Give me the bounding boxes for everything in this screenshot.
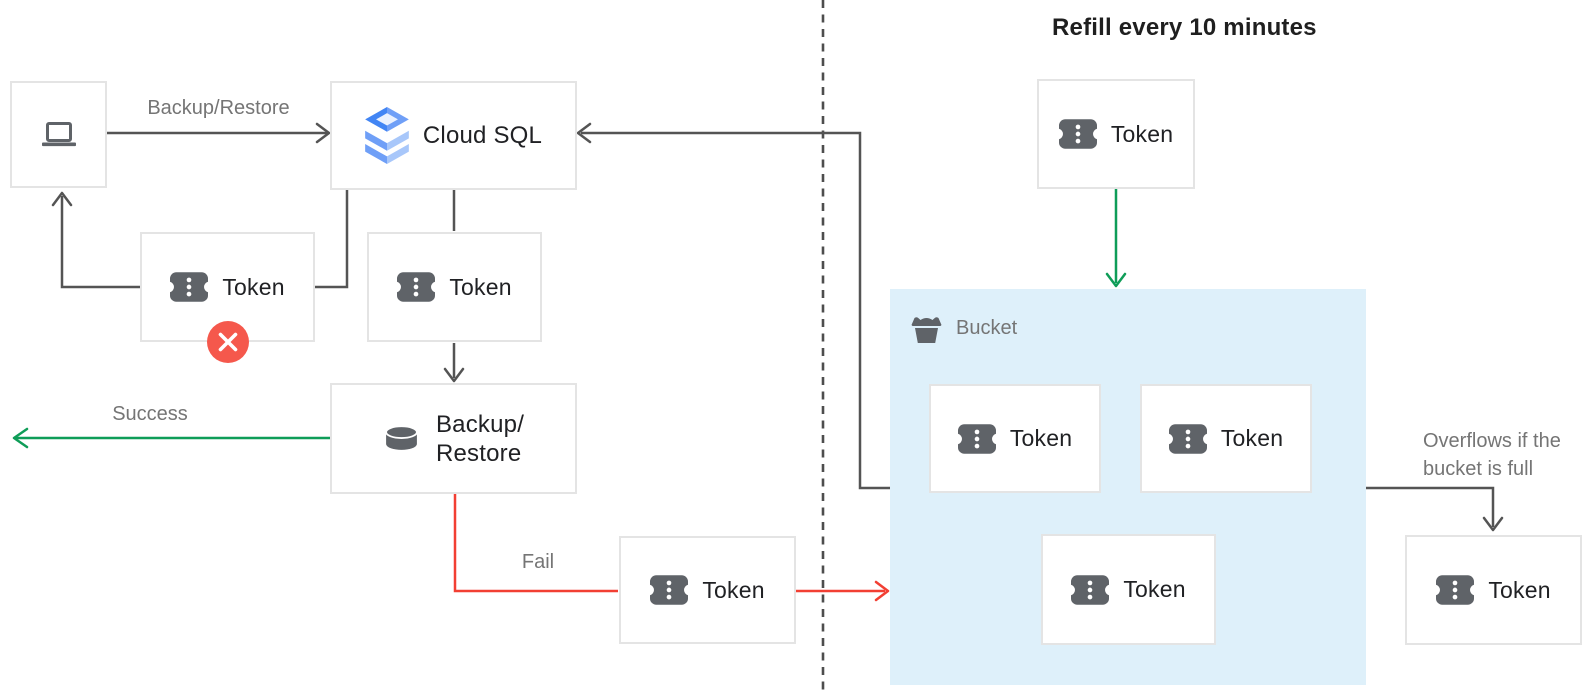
- token-icon: [1059, 119, 1097, 149]
- token-label: Token: [1123, 576, 1186, 602]
- token-overflow-node: Token: [1405, 535, 1582, 645]
- bucket-tag: Bucket: [910, 313, 1017, 343]
- token-refill-node: Token: [1037, 79, 1195, 189]
- bucket-token-node: Token: [929, 384, 1101, 493]
- arrowhead-into-cloudsql-right: [576, 122, 592, 144]
- backup-restore-label-line1: Backup/: [435, 410, 525, 438]
- token-icon: [397, 272, 435, 302]
- edge-label-overflow-line2: bucket is full: [1423, 458, 1534, 480]
- diagram-title: Refill every 10 minutes: [1052, 14, 1317, 41]
- bucket-token-node: Token: [1041, 534, 1216, 645]
- database-icon: [383, 424, 420, 453]
- token-icon: [1169, 424, 1207, 454]
- edge-bucket-overflow: [1366, 486, 1495, 527]
- token-label: Token: [1220, 425, 1284, 451]
- edge-label-success: Success: [112, 403, 188, 425]
- laptop-icon: [42, 122, 76, 148]
- token-icon: [958, 424, 996, 454]
- cloud-sql-node: Cloud SQL: [330, 81, 577, 190]
- token-icon: [170, 272, 208, 302]
- cloud-sql-label: Cloud SQL: [422, 121, 543, 149]
- cloud-sql-icon: [365, 107, 409, 164]
- backup-restore-node: Backup/ Restore: [330, 383, 577, 494]
- token-label: Token: [1009, 425, 1073, 451]
- token-label: Token: [702, 576, 765, 603]
- token-icon: [1436, 575, 1474, 605]
- edge-label-backup-restore: Backup/Restore: [147, 97, 290, 119]
- token-label: Token: [1110, 120, 1174, 147]
- token-label: Token: [222, 273, 285, 300]
- arrowhead-into-overflow-token: [1482, 516, 1504, 532]
- arrowhead-into-client: [51, 191, 73, 207]
- arrowhead-refill: [1105, 272, 1127, 288]
- edge-label-overflow: Overflows if the bucket is full: [1423, 430, 1561, 481]
- backup-restore-label-line2: Restore: [435, 439, 522, 467]
- edge-rejected-token-to-client: [60, 196, 140, 289]
- arrowhead-into-bucket: [874, 580, 890, 602]
- token-label: Token: [449, 273, 512, 300]
- token-consumed-node: Token: [367, 232, 542, 342]
- bucket-token-node: Token: [1140, 384, 1312, 493]
- token-icon: [1071, 575, 1109, 605]
- edge-label-fail: Fail: [521, 551, 555, 573]
- token-icon: [650, 575, 688, 605]
- bucket-icon: [910, 313, 943, 343]
- token-rejected-node: Token: [140, 232, 315, 342]
- arrowhead-into-backup: [443, 367, 465, 383]
- edge-bucket-to-cloudsql: [581, 131, 890, 490]
- arrowhead-into-cloudsql-left: [315, 122, 331, 144]
- bucket-label: Bucket: [956, 316, 1018, 339]
- error-x-badge: [206, 320, 250, 364]
- backup-restore-label: Backup/ Restore: [436, 410, 524, 468]
- token-failed-node: Token: [619, 536, 796, 644]
- edge-cloudsql-to-rejected-token: [315, 190, 349, 289]
- token-label: Token: [1488, 576, 1551, 603]
- edge-fail: [453, 494, 618, 593]
- client-node: [10, 81, 107, 188]
- arrowhead-success: [12, 427, 29, 449]
- edge-label-overflow-line1: Overflows if the: [1423, 430, 1561, 452]
